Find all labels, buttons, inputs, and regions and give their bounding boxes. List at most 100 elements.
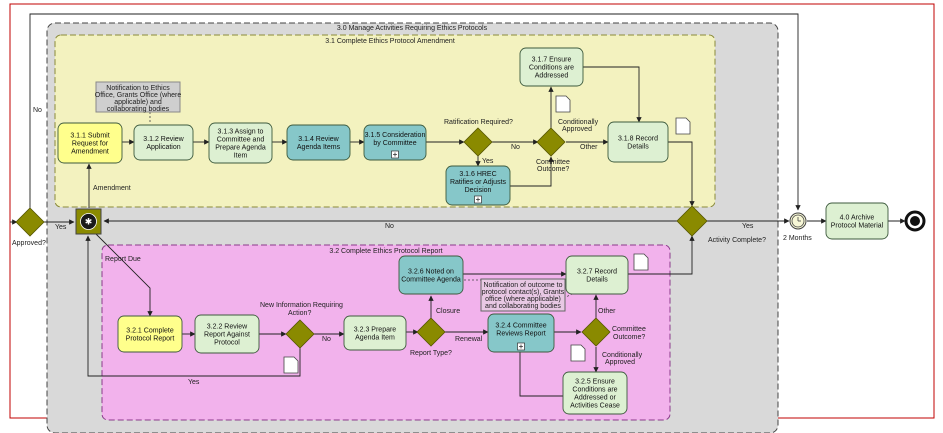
ratification-gateway[interactable] (463, 127, 493, 157)
task-label: Committee Agenda (401, 277, 461, 284)
approved-gateway[interactable] (15, 207, 45, 237)
label-no-top: No (33, 107, 42, 114)
task-box[interactable] (208, 122, 273, 164)
task-box[interactable] (445, 165, 511, 206)
task-label: 3.1.4 Review (298, 136, 339, 143)
task-label: Protocol Material (831, 223, 884, 230)
task-label: Ratifies or Adjusts (450, 179, 507, 186)
timer-event[interactable] (789, 212, 807, 230)
task-label: 3.1.3 Assign to (218, 129, 264, 136)
task-label: 3.1.8 Record (618, 136, 658, 143)
task-label: Decision (465, 187, 492, 194)
activity-complete-gateway[interactable] (676, 205, 708, 237)
annotation-note-1: Notification to Ethics Office, Grants Of… (95, 81, 182, 113)
committee-outcome-gateway-1[interactable] (536, 127, 566, 157)
intermediate-event[interactable]: ✱ (75, 208, 102, 235)
task-box[interactable] (286, 124, 351, 161)
document-icon (633, 253, 649, 271)
task-box[interactable] (487, 313, 555, 353)
label-cond-approved-2a: Conditionally (602, 352, 643, 359)
label-cond-approved-2b: Approved (605, 359, 635, 366)
note2-line-1: Notification of outcome to (484, 282, 563, 289)
task-box[interactable] (562, 371, 628, 415)
note1-line-2: Office, Grants Office (where (95, 92, 182, 99)
report-type-gateway[interactable] (416, 317, 446, 347)
task-label: Activities Cease (570, 403, 620, 410)
task-box[interactable] (343, 315, 407, 351)
new-info-gateway[interactable] (285, 319, 315, 349)
task-label: Amendment (71, 149, 109, 156)
label-yes-rat: Yes (482, 158, 494, 165)
task-box[interactable] (363, 124, 427, 161)
label-report-due: Report Due (105, 256, 141, 263)
document-icon (555, 95, 571, 113)
label-no-info: No (322, 336, 331, 343)
task-box[interactable] (398, 255, 464, 295)
note2-line-3: office (where applicable) (485, 296, 561, 303)
task-label: Request for (72, 141, 109, 148)
committee-outcome-gateway-2[interactable] (581, 317, 611, 347)
gateways (15, 127, 708, 349)
task-box[interactable] (607, 121, 669, 163)
task-label: Agenda Items (297, 144, 341, 151)
task-label: 3.1.6 HREC (459, 171, 496, 178)
label-activity-complete: Activity Complete? (708, 237, 766, 244)
task-label: Conditions are (529, 65, 574, 72)
label-yes-right: Yes (742, 223, 754, 230)
document-icon (283, 356, 299, 374)
label-committee-outcome-1a: Committee (536, 159, 570, 166)
label-approved: Approved? (12, 240, 46, 247)
label-closure: Closure (436, 308, 460, 315)
multiple-event-icon (80, 213, 97, 230)
task-box[interactable] (825, 202, 889, 240)
label-report-type: Report Type? (410, 350, 452, 357)
task-label: Report Against (204, 332, 250, 339)
task-label: 4.0 Archive (840, 215, 875, 222)
group-amendment-title: 3.1 Complete Ethics Protocol Amendment (325, 38, 455, 45)
task-label: 3.2.2 Review (207, 324, 248, 331)
label-new-info-b: Action? (288, 310, 311, 317)
task-box[interactable] (133, 124, 194, 161)
label-cond-approved-1b: Approved (562, 126, 592, 133)
plus-icon (519, 344, 523, 349)
task-label: Addressed or (574, 395, 616, 402)
label-other-2: Other (598, 308, 616, 315)
label-ratification: Ratification Required? (444, 119, 513, 126)
label-yes-info: Yes (188, 379, 200, 386)
task-box[interactable] (519, 47, 584, 87)
note1-line-3: applicable) and (114, 99, 162, 106)
label-no-rat: No (511, 144, 520, 151)
end-event[interactable] (904, 210, 926, 232)
task-box[interactable] (117, 315, 183, 353)
task-box[interactable] (57, 122, 123, 164)
star-icon: ✱ (85, 217, 93, 227)
task-box[interactable] (565, 255, 629, 295)
task-box[interactable] (194, 314, 260, 354)
label-amendment: Amendment (93, 185, 131, 192)
note2-line-4: and collaborating bodies (485, 303, 561, 310)
plus-icon (476, 197, 480, 202)
flow-labels: No Approved? Yes Amendment Report Due Ra… (12, 107, 812, 386)
task-label: 3.1.1 Submit (70, 133, 109, 140)
task-label: by Committee (373, 140, 416, 147)
label-committee-outcome-1b: Outcome? (537, 166, 569, 173)
